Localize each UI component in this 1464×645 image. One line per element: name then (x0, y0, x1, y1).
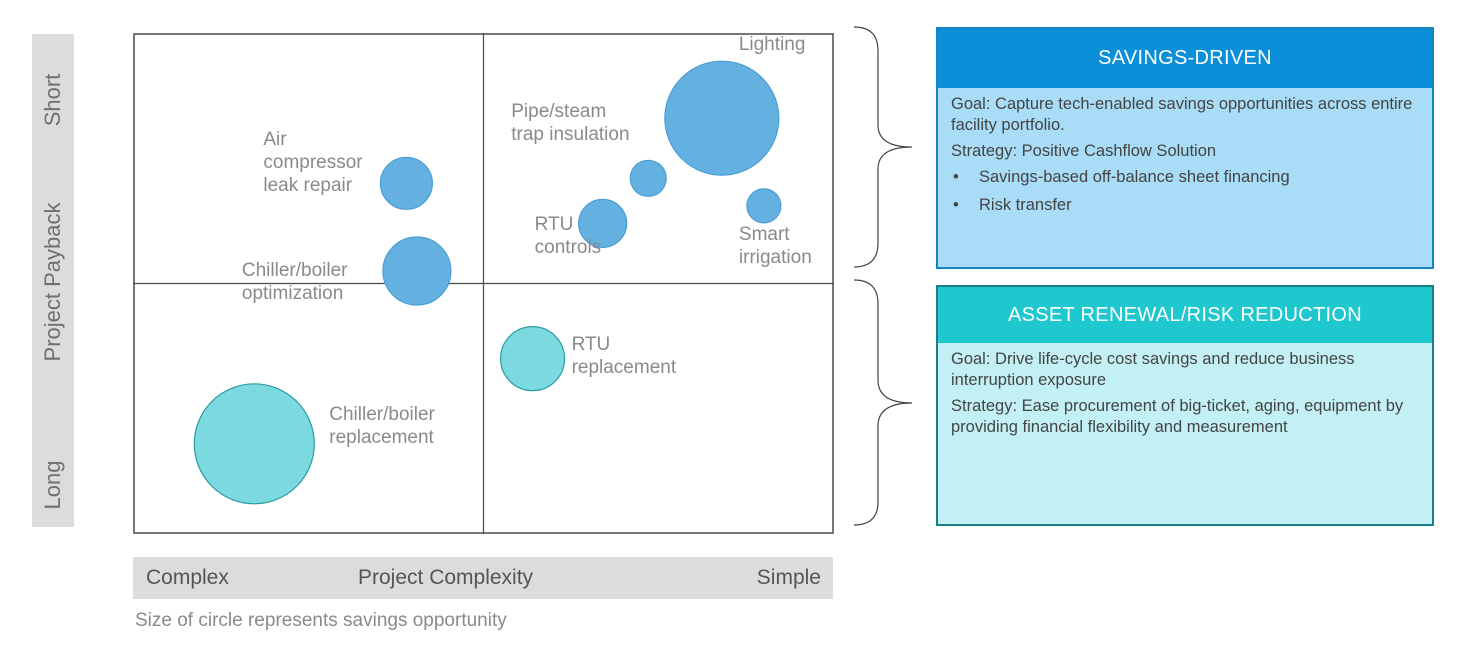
x-axis-bar: Complex Project Complexity Simple (133, 557, 833, 599)
label-lighting: Lighting (739, 33, 806, 56)
y-axis-bar: Short Project Payback Long (32, 34, 74, 527)
goal-text: Drive life-cycle cost savings and reduce… (951, 350, 1355, 389)
savings-bullets: Savings-based off-balance sheet financin… (951, 167, 1419, 216)
asset-renewal-panel: ASSET RENEWAL/RISK REDUCTION Goal: Drive… (936, 285, 1434, 526)
label-line: leak repair (263, 175, 353, 197)
bubble-pipe-steam-trap-insulation (629, 159, 667, 197)
label-line: replacement (571, 356, 677, 378)
label-line: Pipe/steam (511, 101, 607, 123)
bubble-chiller-boiler-optimization (382, 236, 452, 306)
label-line: Lighting (738, 34, 806, 56)
bubble-rtu-replacement (499, 326, 566, 392)
x-tick-simple: Simple (756, 566, 821, 589)
grouping-braces (853, 26, 913, 526)
savings-driven-title: SAVINGS-DRIVEN (938, 29, 1432, 88)
goal-key: Goal: (951, 95, 991, 113)
strategy-key: Strategy: (951, 142, 1018, 160)
y-axis-title: Project Payback (40, 202, 65, 362)
savings-driven-panel: SAVINGS-DRIVEN Goal: Capture tech-enable… (936, 27, 1434, 269)
label-line: Smart (738, 223, 790, 245)
label-line: replacement (329, 426, 434, 448)
goal-text: Capture tech-enabled savings opportuniti… (951, 95, 1413, 134)
bullet-item: Risk transfer (951, 195, 1419, 216)
label-line: RTU (571, 333, 611, 355)
bubble-lighting (664, 60, 780, 176)
goal-key: Goal: (951, 350, 991, 368)
label-line: compressor (263, 152, 363, 174)
label-line: Chiller/boiler (241, 259, 348, 281)
asset-renewal-title: ASSET RENEWAL/RISK REDUCTION (938, 287, 1432, 343)
brace-bottom (853, 279, 913, 526)
label-line: Air (263, 129, 287, 151)
strategy-text: Positive Cashflow Solution (1017, 142, 1217, 160)
y-tick-short: Short (40, 73, 65, 127)
savings-driven-body: Goal: Capture tech-enabled savings oppor… (938, 88, 1432, 229)
label-line: irrigation (738, 246, 812, 268)
label-line: RTU (534, 214, 574, 236)
label-line: Chiller/boiler (329, 403, 435, 425)
asset-renewal-body: Goal: Drive life-cycle cost savings and … (938, 343, 1432, 449)
x-axis-title: Project Complexity (358, 566, 534, 589)
chart-plot-area (133, 33, 834, 534)
strategy-key: Strategy: (951, 397, 1018, 415)
label-line: controls (534, 237, 602, 259)
savings-goal: Goal: Capture tech-enabled savings oppor… (951, 94, 1419, 136)
asset-goal: Goal: Drive life-cycle cost savings and … (951, 349, 1419, 391)
size-note: Size of circle represents savings opport… (135, 610, 507, 631)
bullet-item: Savings-based off-balance sheet financin… (951, 167, 1419, 188)
bubble-smart-irrigation (746, 188, 782, 224)
bubble-chiller-boiler-replacement (193, 383, 315, 505)
y-tick-long: Long (40, 460, 65, 510)
x-tick-complex: Complex (146, 566, 229, 589)
brace-top (853, 26, 913, 268)
savings-strategy: Strategy: Positive Cashflow Solution (951, 141, 1419, 162)
strategy-text: Ease procurement of big-ticket, aging, e… (951, 397, 1404, 436)
asset-strategy: Strategy: Ease procurement of big-ticket… (951, 396, 1419, 438)
bubble-air-compressor-leak-repair (379, 156, 433, 210)
bubble-rtu-controls (578, 198, 628, 248)
label-line: trap insulation (511, 124, 630, 146)
label-line: optimization (241, 282, 344, 304)
